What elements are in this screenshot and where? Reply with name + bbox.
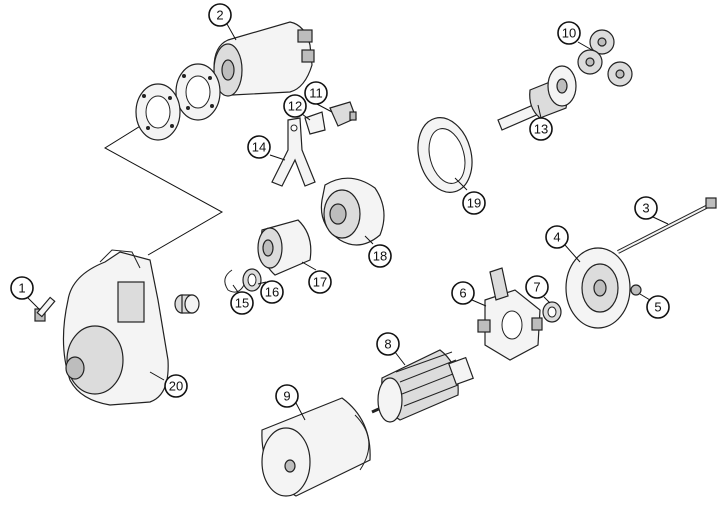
callout-5: 5 — [646, 295, 670, 319]
part-internal-gear — [417, 117, 473, 193]
svg-text:5: 5 — [654, 300, 661, 315]
callout-19: 19 — [462, 191, 486, 215]
svg-text:10: 10 — [562, 26, 576, 41]
callout-8: 8 — [376, 332, 400, 356]
callout-4: 4 — [545, 225, 569, 249]
part-brush-holder — [477, 267, 543, 361]
part-yoke — [261, 397, 371, 497]
svg-text:13: 13 — [534, 122, 548, 137]
svg-text:19: 19 — [467, 196, 481, 211]
part-stop-collar — [242, 268, 262, 292]
callout-2: 2 — [208, 3, 232, 27]
svg-text:4: 4 — [553, 230, 560, 245]
part-gasket-inner — [135, 83, 181, 141]
part-lever-holder — [329, 101, 357, 127]
svg-text:6: 6 — [459, 286, 466, 301]
callout-3: 3 — [634, 196, 658, 220]
svg-text:3: 3 — [642, 201, 649, 216]
part-through-bolt — [617, 197, 717, 254]
svg-text:17: 17 — [313, 275, 327, 290]
svg-text:9: 9 — [283, 389, 290, 404]
part-planetary-shaft — [497, 65, 577, 131]
part-snap-ring — [224, 269, 245, 293]
svg-text:1: 1 — [18, 281, 25, 296]
callout-7: 7 — [525, 275, 549, 299]
part-shift-lever — [271, 117, 316, 187]
svg-text:2: 2 — [216, 8, 223, 23]
part-drive-housing — [62, 249, 169, 406]
callout-15: 15 — [230, 291, 254, 315]
svg-text:15: 15 — [235, 296, 249, 311]
callout-13: 13 — [529, 117, 553, 141]
part-planetary-gears — [577, 29, 633, 87]
part-pinion-drive — [257, 219, 312, 276]
svg-text:18: 18 — [373, 249, 387, 264]
part-bolt-housing — [34, 296, 56, 322]
callout-6: 6 — [451, 281, 475, 305]
callout-9: 9 — [275, 384, 299, 408]
svg-text:12: 12 — [288, 99, 302, 114]
part-armature — [371, 349, 474, 423]
callout-20: 20 — [164, 374, 188, 398]
part-lever-spring — [304, 111, 326, 135]
part-bushing — [174, 294, 200, 314]
assembly-guide-line — [104, 119, 224, 256]
callout-17: 17 — [308, 270, 332, 294]
svg-text:20: 20 — [169, 379, 183, 394]
callout-14: 14 — [247, 135, 271, 159]
part-screw-cover — [630, 284, 642, 296]
part-gasket-outer — [175, 63, 221, 121]
svg-text:14: 14 — [252, 140, 266, 155]
callout-12: 12 — [283, 94, 307, 118]
part-rear-bearing — [542, 301, 562, 323]
callout-11: 11 — [304, 81, 328, 105]
part-pinion-case — [320, 177, 385, 246]
svg-text:7: 7 — [533, 280, 540, 295]
callout-1: 1 — [10, 276, 34, 300]
callout-10: 10 — [557, 21, 581, 45]
part-rear-cover — [565, 247, 631, 329]
callout-18: 18 — [368, 244, 392, 268]
callout-16: 16 — [260, 280, 284, 304]
svg-text:11: 11 — [309, 86, 323, 101]
svg-text:16: 16 — [265, 285, 279, 300]
svg-text:8: 8 — [384, 337, 391, 352]
part-solenoid — [213, 21, 315, 97]
